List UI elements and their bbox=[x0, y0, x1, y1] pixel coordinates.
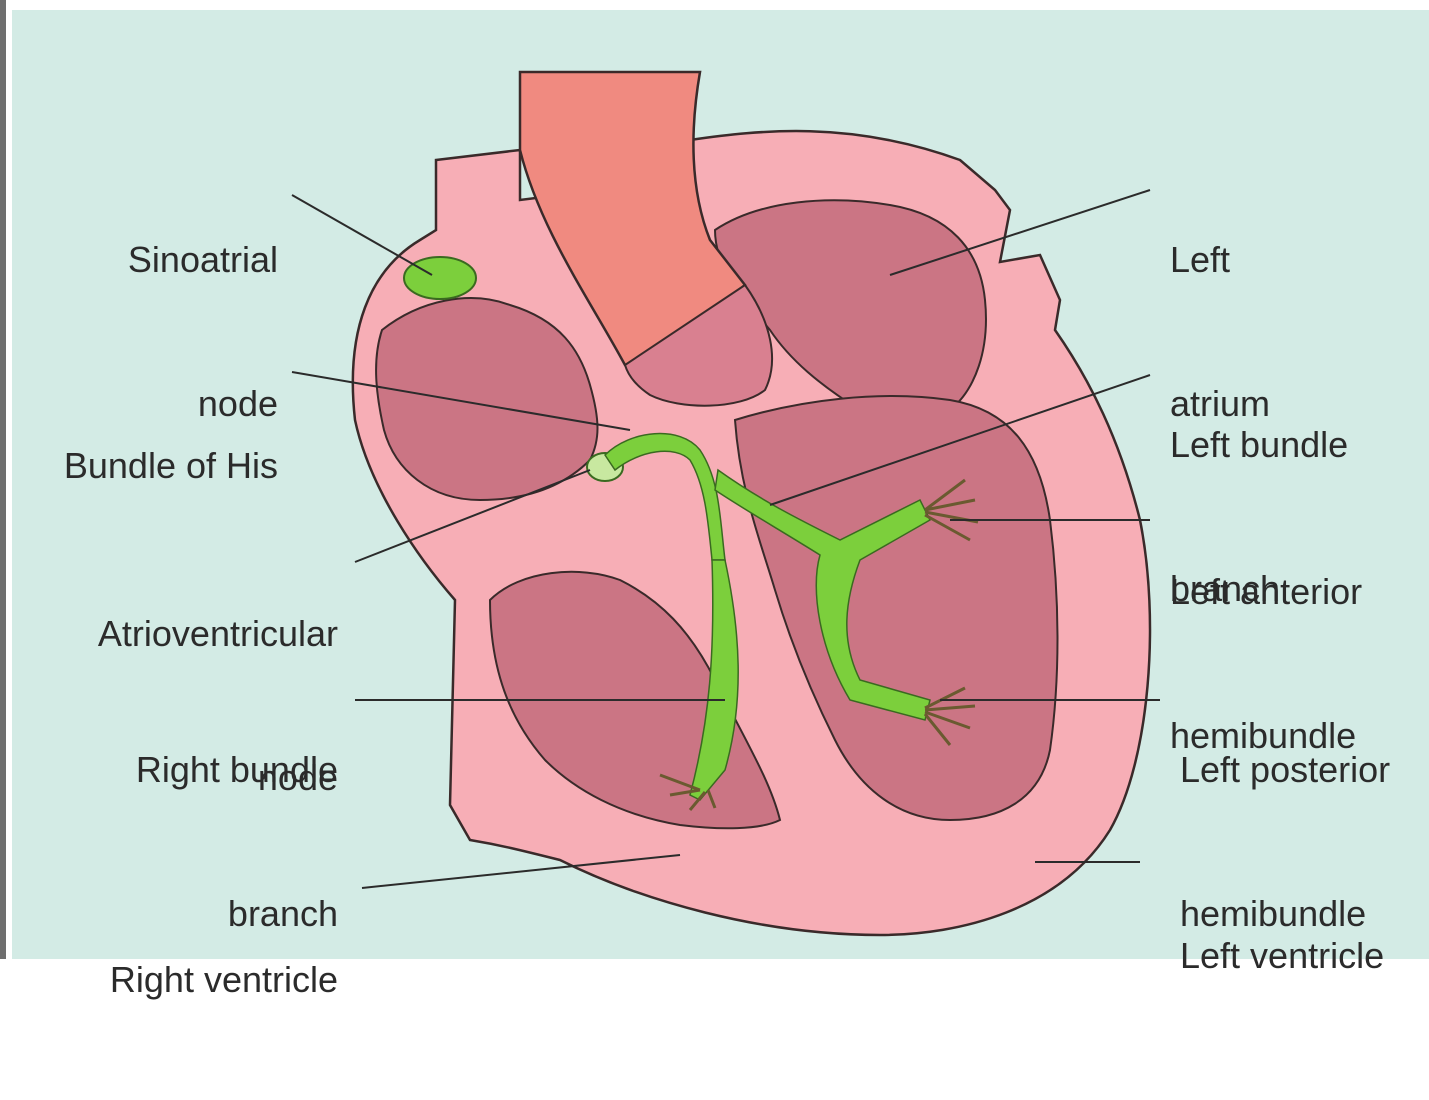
diagram-frame: Sinoatrial node Bundle of His Atrioventr… bbox=[0, 0, 1429, 959]
leader-sinoatrial bbox=[292, 195, 432, 275]
sinoatrial-node-shape bbox=[404, 257, 476, 299]
label-right-ventricle: Right ventricle bbox=[40, 860, 338, 1100]
label-left-ventricle: Left ventricle bbox=[1180, 836, 1420, 1076]
